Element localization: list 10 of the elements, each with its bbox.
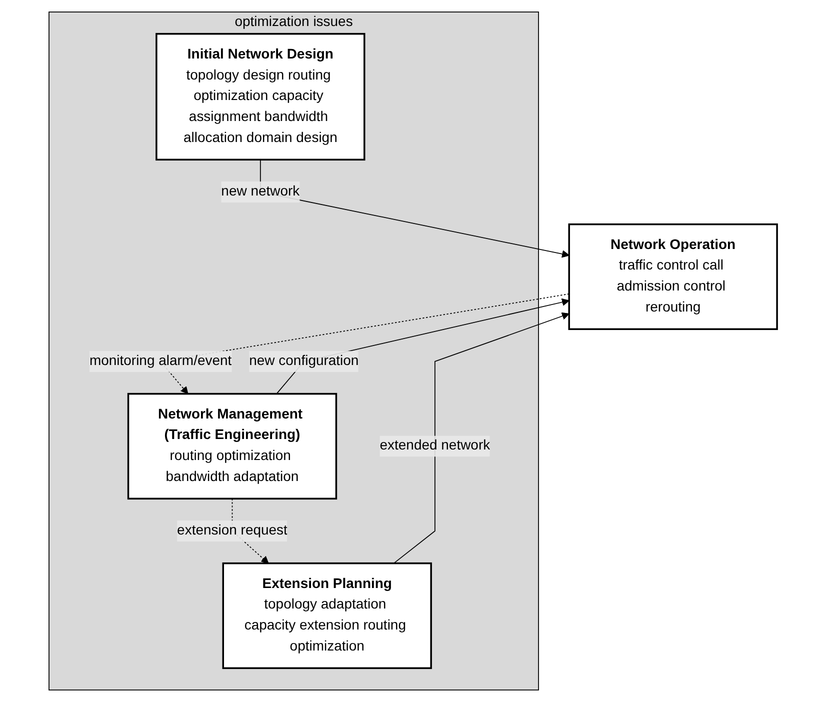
edge-label: extended network (380, 438, 490, 454)
edge-label: monitoring alarm/event (89, 354, 232, 368)
edge-label: extension request (177, 523, 288, 538)
arrow (393, 312, 570, 564)
node-box: Network Management (Traffic Engineering) routing optimization bandwidth adaptation (127, 392, 338, 500)
node-box: Network Operation traffic control call admission control rerouting (568, 223, 778, 330)
edge-label: new configuration (249, 354, 359, 368)
node-box: Initial Network Design topology design routing optimization capacity assignment bandwidth allocation domain design (156, 32, 366, 161)
edge-label: new network (221, 184, 300, 199)
node-box: Extension Planning topology adaptation capacity extension routing optimization (222, 562, 432, 670)
